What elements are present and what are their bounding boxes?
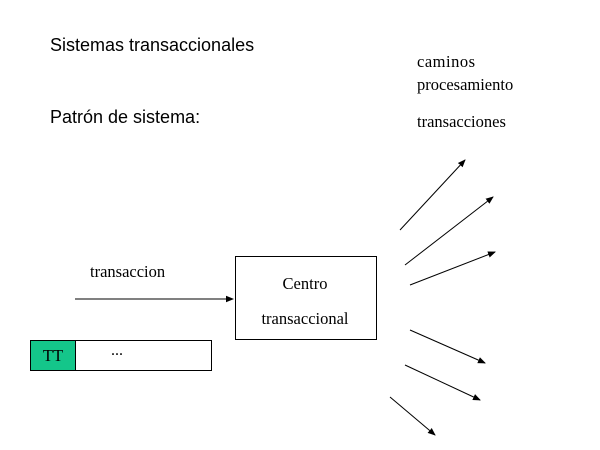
- input-transaction-label: transaccion: [90, 262, 166, 281]
- paths-label: caminos procesamiento: [417, 50, 513, 96]
- output-arrow-6: [389, 396, 436, 436]
- output-arrow-4: [409, 329, 486, 364]
- paths-label-line2: procesamiento: [417, 75, 514, 94]
- transaction-queue: TT ...: [30, 340, 212, 371]
- output-arrow-1: [399, 159, 466, 231]
- paths-label-line1: caminos: [417, 52, 476, 71]
- output-arrow-2: [404, 196, 494, 266]
- output-arrow-5: [404, 364, 481, 401]
- paths-label-line3: transacciones: [417, 112, 506, 131]
- queue-tt-cell: TT: [31, 341, 76, 370]
- diagram-title: Sistemas transaccionales: [50, 35, 255, 55]
- queue-ellipsis: ...: [111, 342, 123, 359]
- pattern-label: Patrón de sistema:: [50, 107, 201, 127]
- transaction-center-box: Centro transaccional: [235, 256, 377, 340]
- output-arrow-3: [409, 251, 496, 286]
- center-box-line2: transaccional: [261, 309, 349, 328]
- center-box-line1: Centro: [282, 274, 328, 293]
